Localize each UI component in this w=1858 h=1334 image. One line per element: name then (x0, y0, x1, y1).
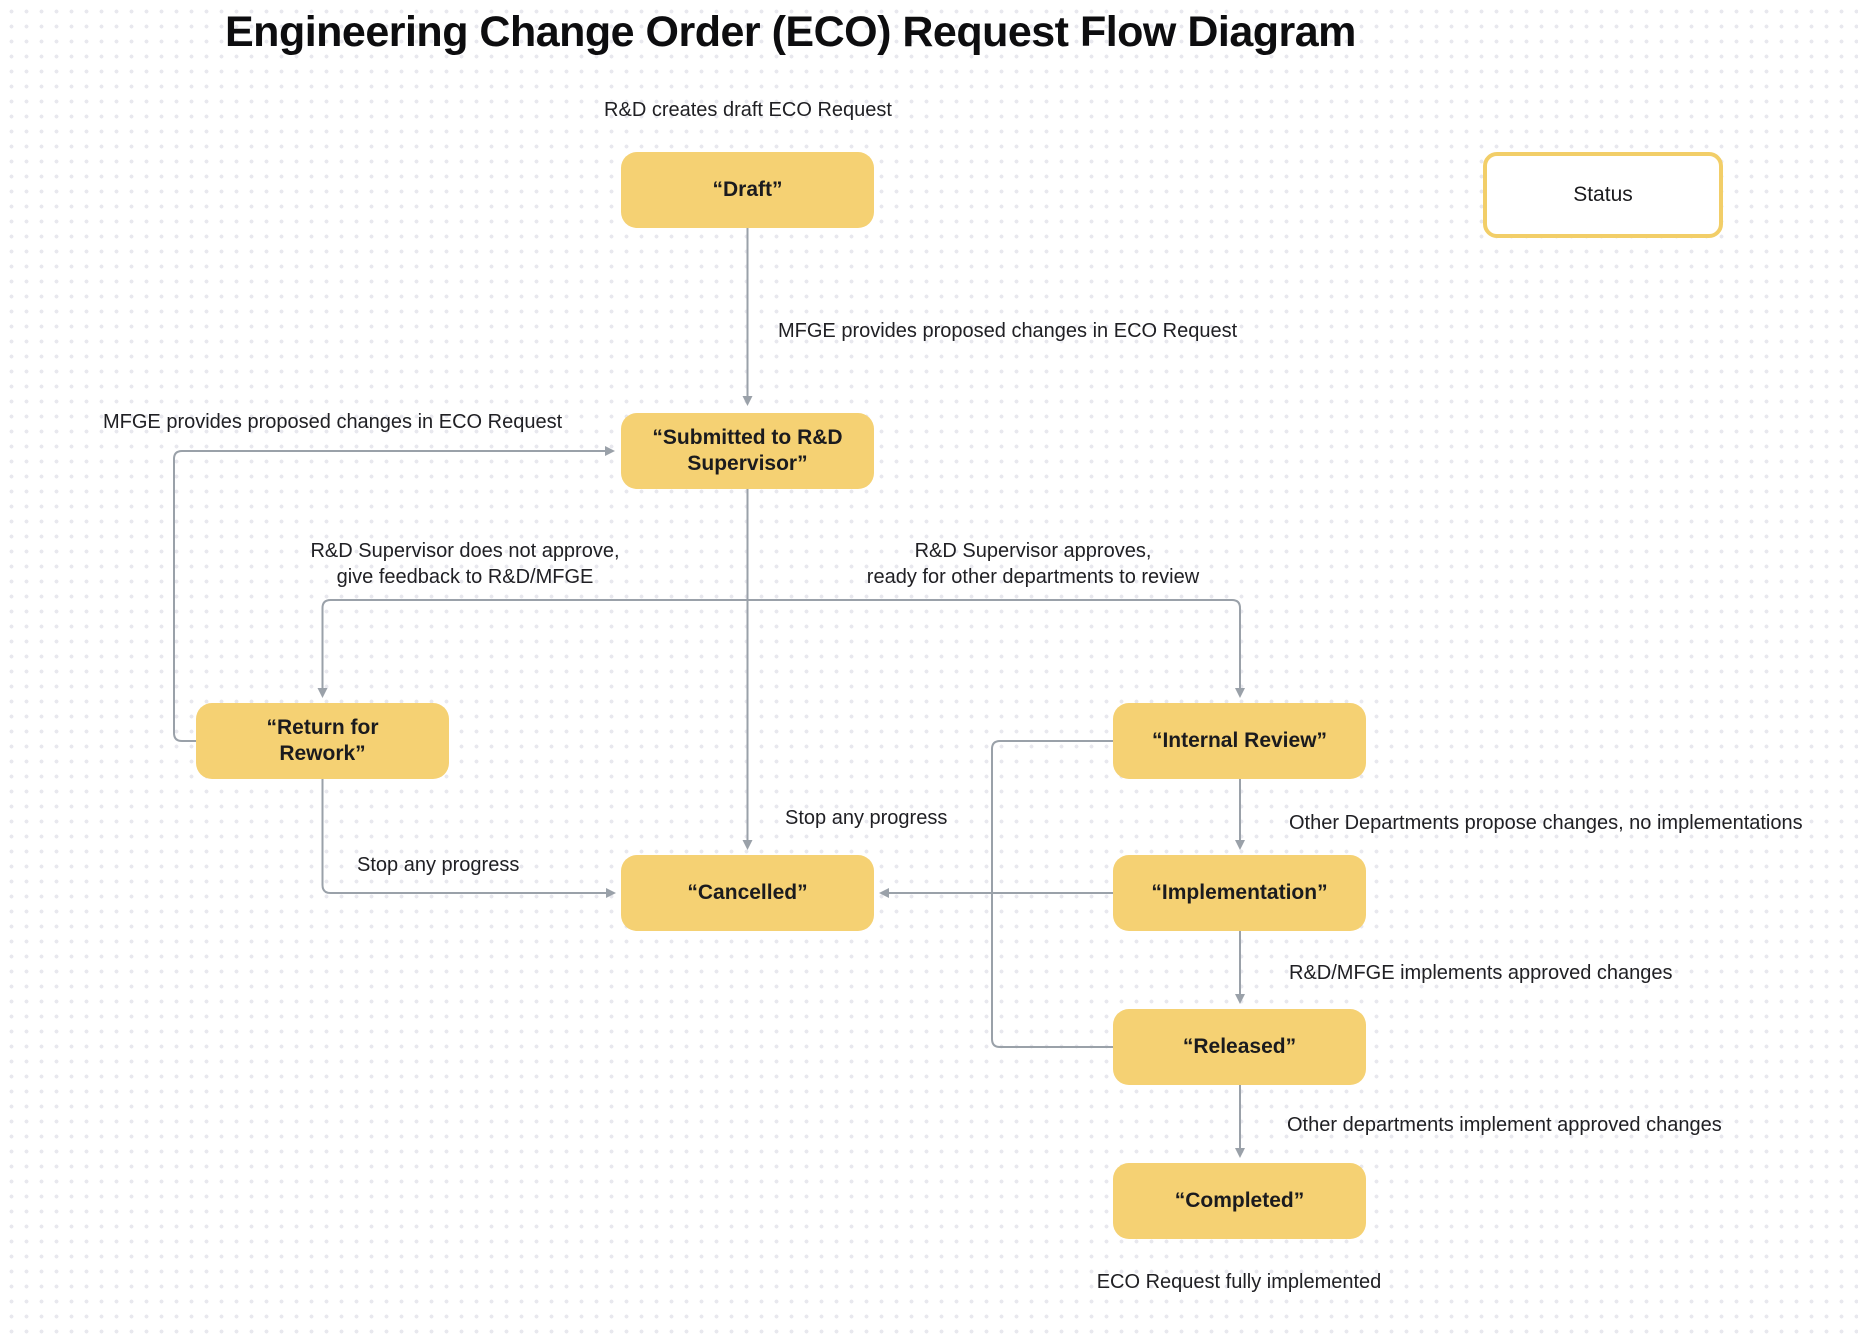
edge-label-rdmfge-impl: R&D/MFGE implements approved changes (1289, 962, 1673, 984)
node-released-label: “Released” (1182, 1034, 1297, 1058)
edge-label-eco-full: ECO Request fully implemented (1096, 1271, 1382, 1293)
edge-released-to-junction (991, 893, 1113, 1048)
edge-label-approves: R&D Supervisor approves, ready for other… (866, 540, 1200, 588)
edge-internal-review-to-junction (991, 740, 1113, 893)
edge-return-to-submitted (173, 446, 615, 742)
edge-label-stop-mid: Stop any progress (785, 807, 948, 829)
edge-label-not-approve: R&D Supervisor does not approve, give fe… (310, 540, 620, 588)
edge-label-mfge-mid: MFGE provides proposed changes in ECO Re… (778, 320, 1238, 342)
edge-branch-to-return (317, 599, 748, 698)
legend-status-label: Status (1573, 183, 1633, 206)
node-implementation[interactable]: “Implementation” (1113, 855, 1366, 931)
node-completed-label: “Completed” (1174, 1188, 1305, 1212)
node-submitted-label: “Submitted to R&D Supervisor” (652, 425, 843, 475)
node-draft[interactable]: “Draft” (621, 152, 874, 228)
node-return-rework[interactable]: “Return for Rework” (196, 703, 449, 779)
node-internal-review[interactable]: “Internal Review” (1113, 703, 1366, 779)
edge-return-to-cancelled (321, 779, 616, 898)
node-cancelled[interactable]: “Cancelled” (621, 855, 874, 931)
edge-label-other-impl: Other departments implement approved cha… (1287, 1114, 1722, 1136)
edge-branch-to-internal-review (747, 599, 1245, 698)
edge-label-other-propose: Other Departments propose changes, no im… (1289, 812, 1803, 834)
node-draft-label: “Draft” (712, 177, 783, 201)
edge-label-rd-creates: R&D creates draft ECO Request (604, 99, 892, 121)
node-internal-review-label: “Internal Review” (1151, 728, 1328, 752)
legend-status-box[interactable]: Status (1483, 152, 1723, 238)
node-completed[interactable]: “Completed” (1113, 1163, 1366, 1239)
edge-label-stop-left: Stop any progress (357, 854, 520, 876)
edge-label-mfge-left: MFGE provides proposed changes in ECO Re… (103, 411, 563, 433)
node-released[interactable]: “Released” (1113, 1009, 1366, 1085)
node-cancelled-label: “Cancelled” (687, 880, 808, 904)
diagram-title: Engineering Change Order (ECO) Request F… (225, 8, 1356, 56)
node-implementation-label: “Implementation” (1151, 880, 1328, 904)
node-return-rework-label: “Return for Rework” (266, 715, 379, 765)
node-submitted[interactable]: “Submitted to R&D Supervisor” (621, 413, 874, 489)
